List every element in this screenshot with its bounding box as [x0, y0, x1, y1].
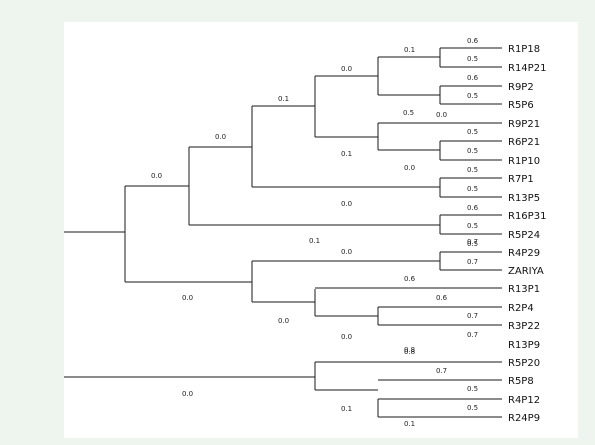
- branch-length-label: 0.1: [341, 150, 352, 158]
- branch-length-label: 0.0: [341, 200, 352, 208]
- leaf-label: R4P12: [508, 395, 540, 406]
- leaf-label: R16P31: [508, 211, 546, 222]
- branch-length-label: 0.7: [467, 258, 478, 266]
- branch-length-label: 0.5: [467, 55, 478, 63]
- branch-length-label: 0.5: [467, 385, 478, 393]
- branch-length-label: 0.0: [182, 390, 193, 398]
- branch-length-label: 0.8: [404, 348, 415, 356]
- leaf-label: R6P21: [508, 137, 540, 148]
- leaf-label: ZARIYA: [508, 266, 544, 277]
- leaf-label: R1P18: [508, 44, 540, 55]
- branch-length-label: 0.0: [151, 172, 162, 180]
- leaf-label: R5P20: [508, 358, 540, 369]
- branch-length-label: 0.1: [404, 46, 415, 54]
- branch-length-label: 0.1: [278, 95, 289, 103]
- leaf-labels: R1P18R14P21R9P2R5P6R9P21R6P21R1P10R7P1R1…: [508, 44, 546, 424]
- leaf-label: R1P10: [508, 156, 540, 167]
- branch-length-label: 0.5: [467, 147, 478, 155]
- branch-length-label: 0.0: [341, 333, 352, 341]
- branch-length-label: 0.0: [182, 294, 193, 302]
- leaf-label: R3P22: [508, 321, 540, 332]
- branch-length-label: 0.5: [467, 166, 478, 174]
- branch-length-label: 0.1: [404, 420, 415, 428]
- leaf-label: R7P1: [508, 174, 534, 185]
- branch-length-label: 0.7: [467, 238, 478, 246]
- branch-length-label: 0.5: [467, 240, 478, 248]
- branch-length-label: 0.6: [467, 204, 479, 212]
- tree-edges: [64, 47, 502, 418]
- leaf-label: R9P21: [508, 119, 540, 130]
- branch-length-label: 0.0: [341, 65, 352, 73]
- branch-length-label: 0.0: [215, 133, 226, 141]
- branch-length-labels: 0.6 0.5 0.1 0.6 0.5 0.0 0.5 0.0 0.5 0.5 0.1 0.5 0.0 0…: [151, 37, 479, 428]
- leaf-label: R4P29: [508, 248, 540, 259]
- branch-length-label: 0.0: [404, 164, 415, 172]
- leaf-label: R9P2: [508, 82, 534, 93]
- leaf-label: R13P5: [508, 193, 540, 204]
- branch-length-label: 0.7: [467, 312, 478, 320]
- leaf-label: R13P9: [508, 340, 540, 351]
- branch-length-label: 0.7: [467, 331, 478, 339]
- branch-length-label: 0.6: [404, 275, 416, 283]
- leaf-label: R2P4: [508, 303, 534, 314]
- branch-length-label: 0.1: [341, 405, 352, 413]
- branch-length-label: 0.0: [341, 248, 352, 256]
- leaf-label: R5P24: [508, 230, 540, 241]
- branch-length-label: 0.5: [467, 128, 478, 136]
- leaf-label: R13P1: [508, 284, 540, 295]
- leaf-label: R5P6: [508, 100, 534, 111]
- branch-length-label: 0.8: [404, 346, 415, 354]
- leaf-label: R5P8: [508, 376, 534, 387]
- branch-length-label: 0.0: [436, 111, 447, 119]
- branch-length-label: 0.5: [467, 222, 478, 230]
- plot-panel: [64, 22, 578, 438]
- branch-length-label: 0.6: [467, 74, 479, 82]
- branch-length-label: 0.1: [309, 237, 320, 245]
- branch-length-label: 0.6: [436, 294, 448, 302]
- branch-length-label: 0.6: [467, 37, 479, 45]
- branch-length-label: 0.7: [436, 367, 447, 375]
- leaf-label: R24P9: [508, 413, 540, 424]
- branch-length-label: 0.5: [467, 404, 478, 412]
- branch-length-label: 0.5: [467, 92, 478, 100]
- leaf-label: R14P21: [508, 63, 546, 74]
- branch-length-label: 0.0: [278, 317, 289, 325]
- branch-length-label: 0.5: [403, 109, 414, 117]
- branch-length-label: 0.5: [467, 185, 478, 193]
